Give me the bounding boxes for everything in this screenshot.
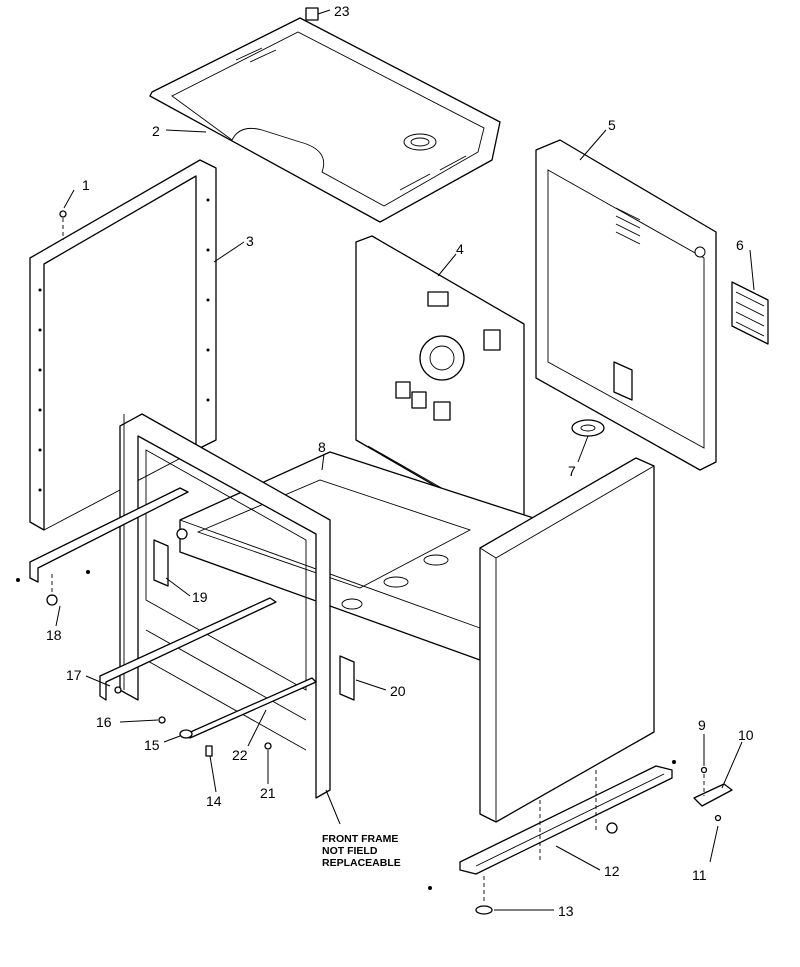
part-23-tab (305, 7, 319, 21)
callout-11: 11 (692, 867, 707, 883)
callout-10: 10 (738, 727, 754, 743)
part-12-right-rail (428, 760, 676, 890)
callout-6: 6 (736, 237, 744, 253)
callout-21: 21 (260, 785, 276, 801)
note-line-1: FRONT FRAME (322, 833, 398, 845)
part-9-screw (700, 766, 708, 796)
part-20-bracket (339, 655, 355, 701)
note-line-3: REPLACEABLE (322, 857, 401, 869)
callout-17: 17 (66, 667, 82, 683)
part-22-kick-strip (185, 677, 317, 739)
part-1-screw (59, 210, 67, 240)
callout-19: 19 (192, 589, 208, 605)
part-5-back-panel (535, 139, 717, 471)
part-15-washer (179, 729, 193, 739)
part-6-vent-cover (731, 281, 769, 345)
part-18-left-rail (16, 487, 189, 606)
part-7-grommet (571, 419, 605, 437)
callout-4: 4 (456, 241, 464, 257)
part-14-clip (205, 745, 213, 757)
callout-1: 1 (82, 177, 90, 193)
callout-16: 16 (96, 714, 112, 730)
part-17-lower-rail (99, 597, 277, 701)
callout-3: 3 (246, 233, 254, 249)
part-16-screw (158, 716, 166, 724)
callout-labels: 1 2 3 4 5 6 7 8 9 10 11 12 13 14 15 16 1… (46, 3, 754, 919)
part-11-screw (714, 814, 722, 822)
note-line-2: NOT FIELD (322, 845, 378, 857)
callout-5: 5 (608, 117, 616, 133)
callout-20: 20 (390, 683, 406, 699)
callout-12: 12 (604, 863, 620, 879)
callout-7: 7 (568, 463, 576, 479)
callout-14: 14 (206, 793, 222, 809)
callout-23: 23 (334, 3, 350, 19)
part-3-left-side-panel (29, 159, 217, 531)
callout-8: 8 (318, 439, 326, 455)
right-side-panel (479, 457, 655, 823)
callout-13: 13 (558, 903, 574, 919)
leader-lines (55, 9, 755, 911)
callout-9: 9 (698, 717, 706, 733)
front-frame-note: FRONT FRAME NOT FIELD REPLACEABLE (322, 833, 401, 869)
callout-15: 15 (144, 737, 160, 753)
callout-2: 2 (152, 123, 160, 139)
callout-18: 18 (46, 627, 62, 643)
part-21-screw (264, 742, 272, 750)
part-13-leveling-leg (475, 876, 493, 915)
part-10-anti-tip-bracket (693, 783, 733, 807)
callout-22: 22 (232, 747, 248, 763)
part-19-bracket (153, 539, 169, 587)
part-2-top-panel (149, 17, 501, 223)
